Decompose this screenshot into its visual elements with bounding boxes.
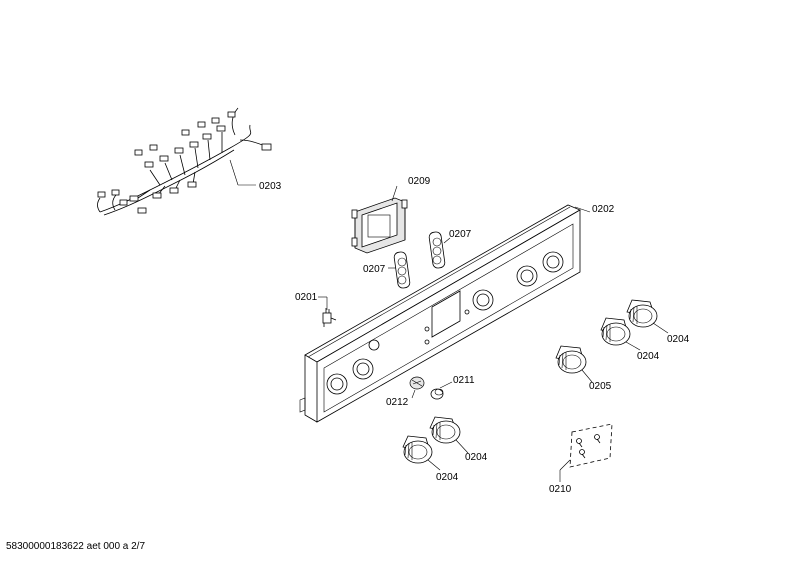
leader-line — [427, 459, 441, 471]
part-label-0207-lower[interactable]: 0207 — [363, 264, 386, 275]
leader-line — [652, 322, 669, 334]
part-label-0202[interactable]: 0202 — [592, 204, 615, 215]
leader-line — [581, 369, 593, 383]
part-label-0204-lower-right[interactable]: 0204 — [465, 452, 488, 463]
part-label-0205[interactable]: 0205 — [589, 381, 612, 392]
part-label-0211[interactable]: 0211 — [453, 375, 475, 386]
control-knob-part[interactable] — [402, 435, 433, 464]
part-label-0210[interactable]: 0210 — [549, 484, 572, 495]
control-panel-part[interactable] — [299, 204, 581, 423]
leader-line — [391, 185, 398, 202]
part-label-0209[interactable]: 0209 — [408, 176, 431, 187]
leader-line — [411, 389, 416, 399]
part-label-0207-upper[interactable]: 0207 — [449, 229, 472, 240]
leader-line — [574, 206, 591, 213]
knob-cap-part[interactable] — [430, 388, 444, 400]
screw-set-part[interactable] — [569, 423, 613, 468]
part-label-0201[interactable]: 0201 — [295, 292, 318, 303]
part-label-0204-right-upper[interactable]: 0204 — [667, 334, 690, 345]
indicator-light-part-lower[interactable] — [393, 251, 411, 289]
part-label-0204-lower-left[interactable]: 0204 — [436, 472, 459, 483]
control-knob-part[interactable] — [600, 317, 631, 346]
wiring-harness-part[interactable] — [97, 107, 272, 216]
leader-line — [559, 459, 571, 471]
part-label-0212[interactable]: 0212 — [386, 397, 409, 408]
part-label-0204-right-lower[interactable]: 0204 — [637, 351, 660, 362]
leader-line — [439, 381, 453, 389]
leader-line — [455, 439, 469, 454]
switch-part[interactable] — [322, 308, 337, 327]
electronic-module-part[interactable] — [351, 197, 408, 254]
control-knob-part[interactable] — [429, 416, 461, 444]
small-knob-part[interactable] — [409, 376, 425, 390]
document-footer-code: 58300000183622 aet 000 a 2/7 — [6, 541, 146, 552]
indicator-light-part-upper[interactable] — [428, 231, 446, 269]
control-knob-part[interactable] — [555, 345, 587, 374]
leader-line — [443, 237, 451, 244]
leader-line — [229, 159, 239, 186]
control-knob-part[interactable] — [626, 299, 658, 328]
leader-line — [625, 341, 641, 351]
part-label-0203[interactable]: 0203 — [259, 181, 282, 192]
